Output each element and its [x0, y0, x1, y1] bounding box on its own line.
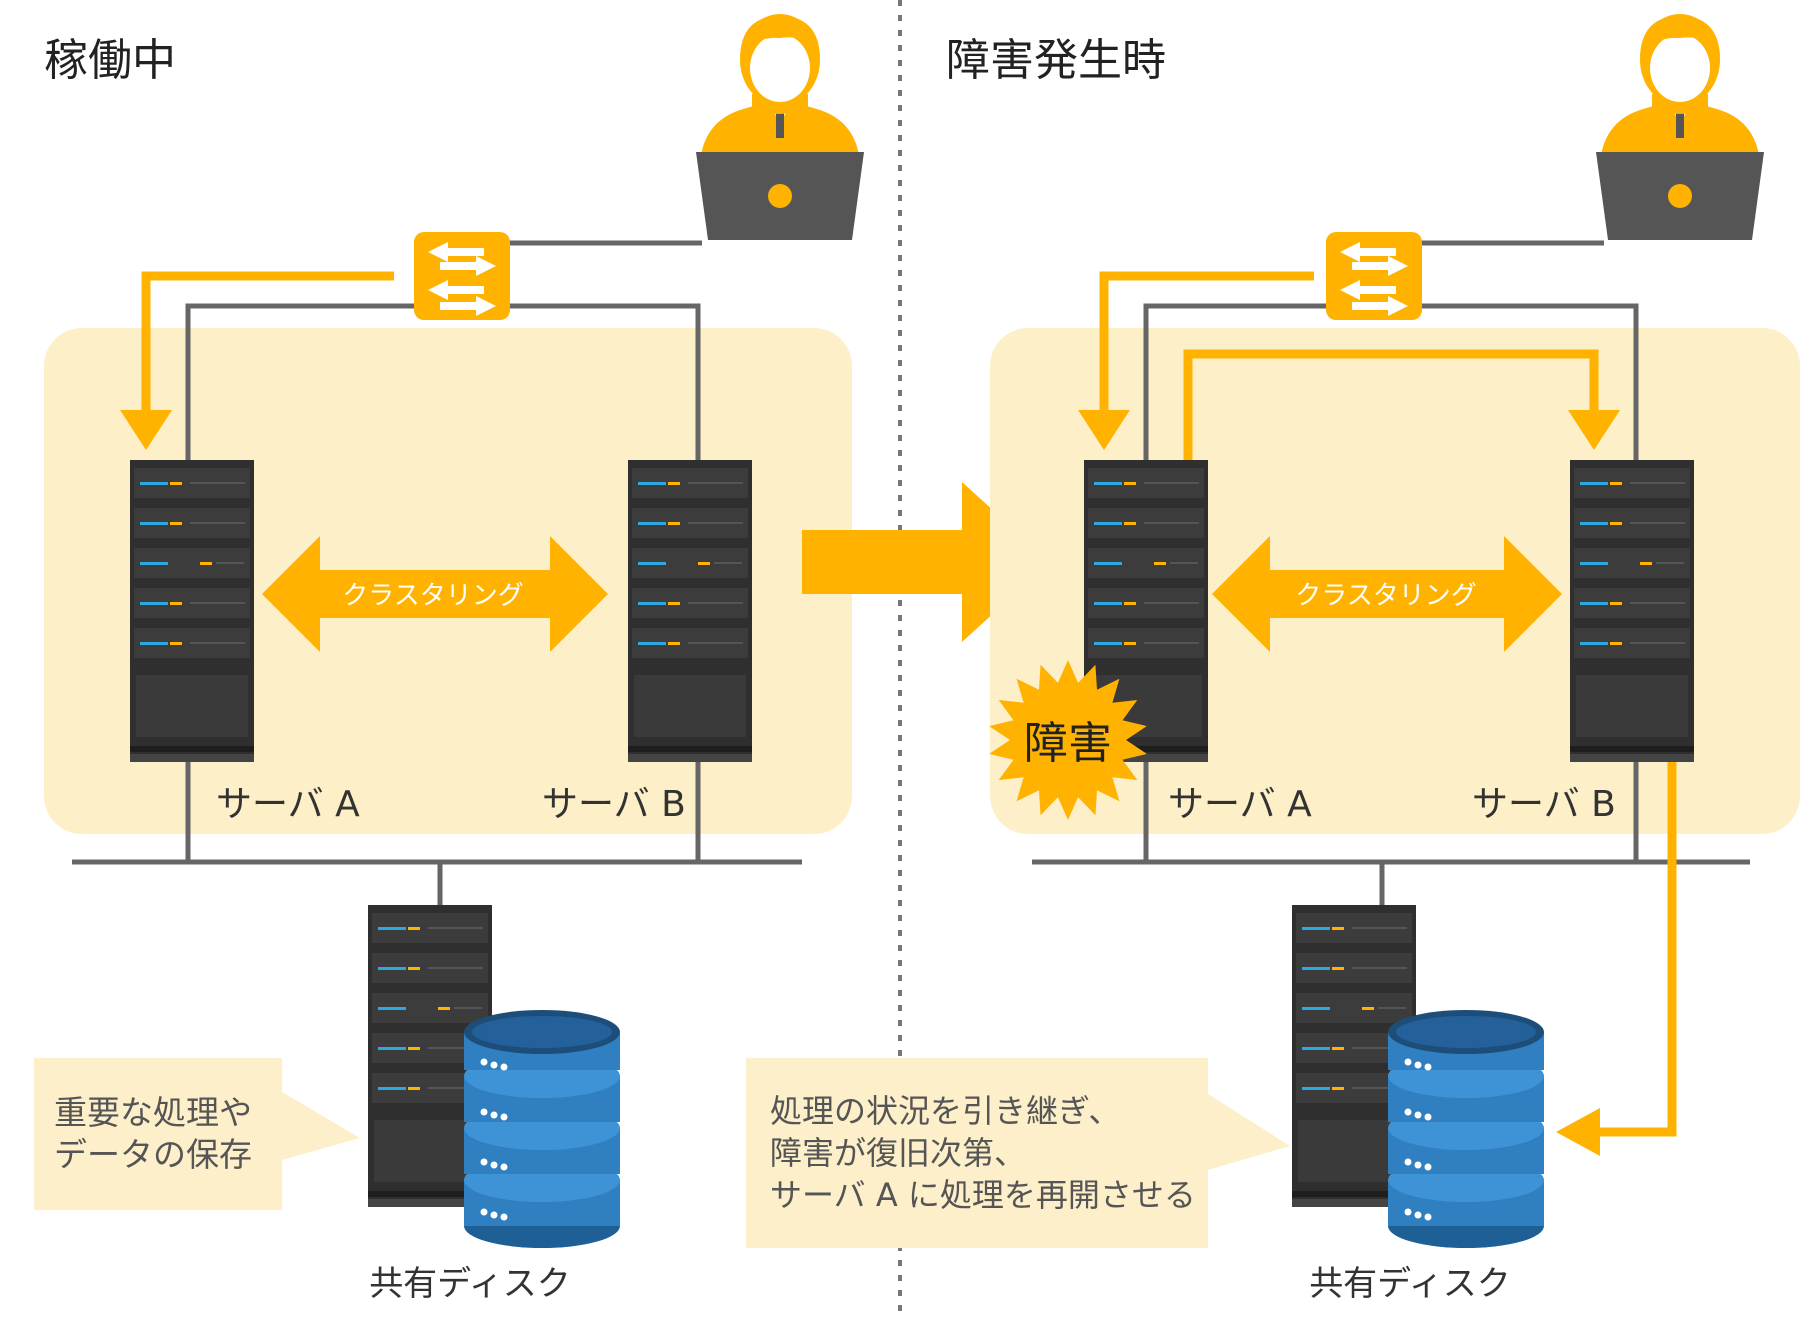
right-takeover-route-arrow: [1556, 762, 1677, 1156]
left-clustering-arrow: [262, 536, 608, 652]
left-title: 稼働中: [44, 35, 176, 86]
right-failover-route-arrow: [1183, 349, 1620, 460]
right-clustering-label: クラスタリング: [1295, 581, 1476, 611]
left-clustering-label: クラスタリング: [342, 581, 523, 611]
left-server-b-icon: [628, 460, 752, 762]
right-callout-line-3: サーバ A に処理を再開させる: [770, 1176, 1196, 1214]
left-callout-line-2: データの保存: [54, 1135, 252, 1174]
right-callout: 処理の状況を引き継ぎ、 障害が復旧次第、 サーバ A に処理を再開させる: [746, 1058, 1290, 1248]
right-disk-label: 共有ディスク: [1309, 1264, 1511, 1304]
right-server-a-label: サーバ A: [1168, 784, 1312, 825]
left-route-arrow: [120, 271, 394, 450]
right-server-b-icon: [1570, 460, 1694, 762]
right-clustering-arrow: [1212, 536, 1562, 652]
left-server-a-icon: [130, 460, 254, 762]
left-callout-line-1: 重要な処理や: [54, 1093, 252, 1132]
left-user-icon: [696, 14, 864, 240]
right-user-icon: [1596, 14, 1764, 240]
left-server-a-label: サーバ A: [216, 784, 360, 825]
failure-badge-label: 障害: [1024, 718, 1112, 769]
right-server-b-label: サーバ B: [1472, 784, 1616, 825]
left-switch-icon: [414, 232, 510, 320]
right-switch-icon: [1326, 232, 1422, 320]
right-callout-line-2: 障害が復旧次第、: [770, 1134, 1026, 1172]
right-title: 障害発生時: [946, 35, 1166, 86]
left-callout: 重要な処理や データの保存: [34, 1058, 360, 1210]
right-route-arrow-a: [1078, 271, 1314, 450]
transition-arrow: [802, 482, 1050, 642]
failure-burst-icon: [989, 660, 1147, 820]
right-database-icon: [1388, 1010, 1544, 1248]
left-server-b-label: サーバ B: [542, 784, 686, 825]
left-disk-label: 共有ディスク: [369, 1264, 571, 1304]
right-callout-line-1: 処理の状況を引き継ぎ、: [770, 1092, 1120, 1130]
left-database-icon: [464, 1010, 620, 1248]
